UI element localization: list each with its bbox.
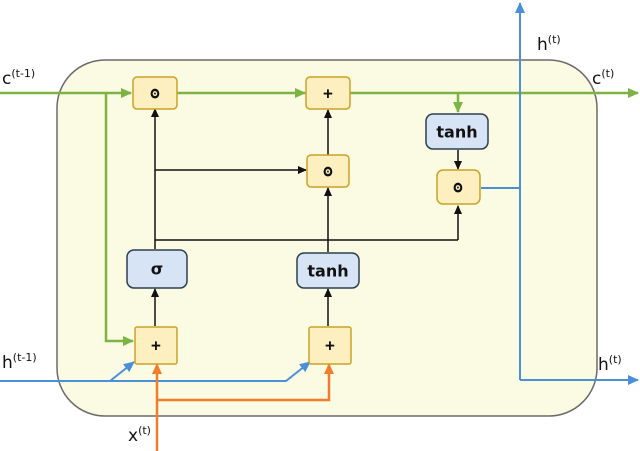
cell-state-lines	[0, 88, 639, 346]
label-x-in: x(t)	[128, 424, 151, 446]
x-to-sum-right	[157, 363, 334, 402]
sigma-gate: σ	[126, 249, 188, 289]
svg-text:σ: σ	[151, 260, 163, 279]
label-c-prev: c(t-1)	[2, 67, 35, 89]
gate-sum-left-op: +	[134, 326, 178, 365]
svg-text:+: +	[151, 336, 161, 355]
label-h-prev: h(t-1)	[2, 351, 37, 373]
hidden-lines	[0, 2, 639, 385]
output-mul-op: ʘ	[436, 169, 481, 205]
svg-text:ʘ: ʘ	[150, 84, 160, 103]
svg-text:+: +	[325, 336, 335, 355]
internal-connections	[151, 108, 462, 326]
input-lines	[152, 363, 334, 451]
label-h-top: h(t)	[537, 33, 561, 55]
input-mul-op: ʘ	[306, 154, 350, 188]
tanh-cell-gate: tanh	[425, 113, 489, 150]
svg-text:tanh: tanh	[436, 123, 477, 142]
svg-text:+: +	[323, 84, 333, 103]
svg-text:ʘ: ʘ	[323, 162, 333, 181]
h-prev-to-sum-right	[110, 361, 311, 382]
gate-sum-right-op: +	[308, 326, 352, 365]
tanh-candidate-gate: tanh	[296, 252, 360, 289]
cell-add-op: +	[305, 76, 351, 110]
forget-mul-op: ʘ	[132, 76, 178, 110]
c-peephole-to-gates	[104, 93, 134, 346]
svg-text:tanh: tanh	[307, 262, 348, 281]
label-h-out: h(t)	[598, 353, 622, 375]
svg-text:ʘ: ʘ	[453, 178, 463, 197]
label-c-next: c(t)	[592, 67, 614, 89]
